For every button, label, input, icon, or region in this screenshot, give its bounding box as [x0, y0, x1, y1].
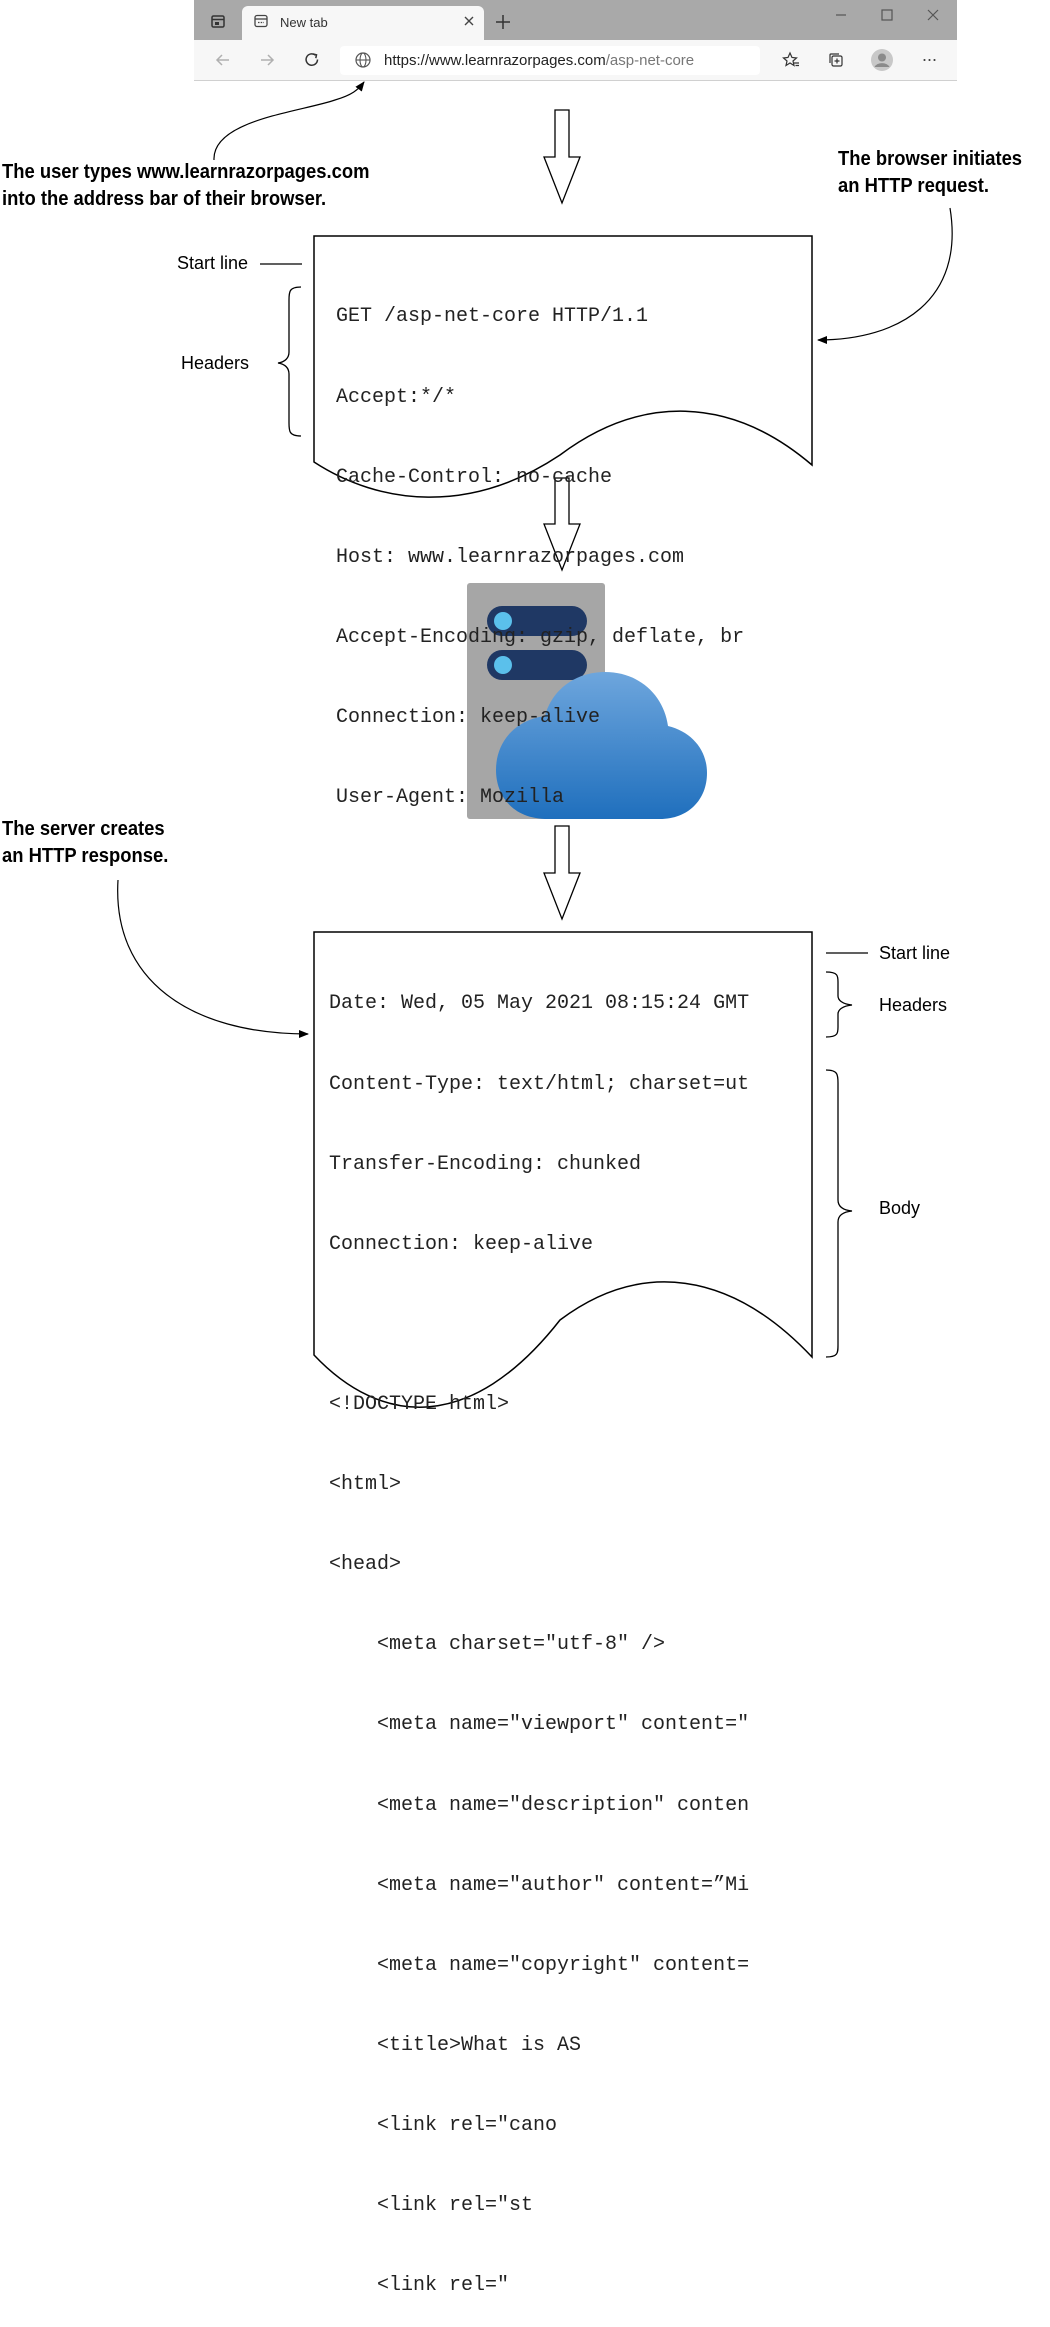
window-close-icon[interactable]: [922, 8, 944, 28]
response-body-line: <html>: [329, 1473, 402, 1497]
refresh-icon[interactable]: [301, 51, 323, 75]
server-callout-connector: [117, 879, 309, 1038]
more-icon[interactable]: ···: [921, 49, 938, 69]
request-header-line: Cache-Control: no-cache: [336, 465, 613, 489]
address-bar[interactable]: https://www.learnrazorpages.com/asp-net-…: [340, 46, 760, 75]
workspaces-icon[interactable]: [207, 13, 229, 35]
request-document: [313, 235, 813, 498]
request-header-line: Host: www.learnrazorpages.com: [336, 545, 685, 569]
browser-callout-connector: [817, 207, 953, 344]
server-slot-1: [487, 606, 587, 636]
server-slot-2: [487, 650, 587, 680]
response-body-line: <meta name="copyright" content=: [329, 1953, 750, 1977]
server-light-2: [494, 656, 512, 674]
url-path: /asp-net-core: [605, 52, 695, 69]
server-light-1: [494, 612, 512, 630]
user-types-callout: The user types www.learnrazorpages.com i…: [2, 159, 369, 213]
back-icon[interactable]: [212, 51, 234, 75]
minimize-icon[interactable]: [830, 8, 852, 28]
profile-icon[interactable]: [871, 49, 893, 77]
user-types-callout-line-2: into the address bar of their browser.: [2, 188, 327, 210]
down-arrow-1: [543, 109, 581, 205]
request-start-line: GET /asp-net-core HTTP/1.1: [336, 305, 649, 329]
response-message: Date: Wed, 05 May 2021 08:15:24 GMT Cont…: [329, 938, 749, 2327]
new-tab-icon[interactable]: [492, 13, 514, 37]
favorites-icon[interactable]: [780, 51, 802, 75]
collections-icon[interactable]: [825, 51, 847, 75]
request-header-line: Connection: keep-alive: [336, 705, 601, 729]
server-creates-callout: The server creates an HTTP response.: [2, 816, 168, 870]
response-start-line-label: Start line: [879, 943, 951, 963]
down-arrow-2: [543, 477, 581, 572]
response-body-line: <meta charset="utf-8" />: [329, 1633, 666, 1657]
response-body-line: <link rel="cano: [329, 2113, 558, 2137]
response-body-brace: [825, 1069, 853, 1358]
url-text[interactable]: https://www.learnrazorpages.com/asp-net-…: [384, 52, 694, 69]
response-body-line: <!DOCTYPE html>: [329, 1392, 510, 1416]
browser-initiates-callout-line-1: The browser initiates: [838, 148, 1023, 170]
response-body-line: <link rel=": [329, 2274, 510, 2298]
response-headers-brace: [825, 971, 853, 1038]
response-start-line: Date: Wed, 05 May 2021 08:15:24 GMT: [329, 992, 750, 1016]
response-body-line: <link rel="st: [329, 2194, 534, 2218]
response-body-line: <meta name="description" conten: [329, 1793, 750, 1817]
forward-icon[interactable]: [256, 51, 278, 75]
request-message: GET /asp-net-core HTTP/1.1 Accept:*/* Ca…: [336, 251, 744, 838]
diagram-lines: [117, 81, 953, 1408]
response-header-line: Content-Type: text/html; charset=ut: [329, 1072, 750, 1096]
browser-toolbar: https://www.learnrazorpages.com/asp-net-…: [194, 40, 957, 81]
tab-page-icon: [250, 13, 272, 35]
request-start-line-label: Start line: [177, 253, 249, 273]
browser-window: New tab https: [194, 0, 957, 81]
response-blank-line: [329, 1312, 749, 1339]
user-callout-connector: [213, 81, 365, 161]
tab-close-icon[interactable]: [458, 14, 480, 34]
browser-initiates-callout-line-2: an HTTP request.: [838, 175, 989, 197]
server-cloud-icon: [467, 583, 707, 819]
tab-strip: New tab: [194, 0, 957, 40]
request-header-line: Accept:*/*: [336, 385, 457, 409]
request-headers-brace: [277, 286, 302, 437]
response-headers-label: Headers: [879, 995, 948, 1015]
user-types-callout-line-1: The user types www.learnrazorpages.com: [2, 161, 370, 183]
cloud-shape: [496, 672, 707, 819]
response-header-line: Transfer-Encoding: chunked: [329, 1152, 642, 1176]
url-host: https://www.learnrazorpages.com: [384, 52, 606, 69]
server-creates-callout-line-2: an HTTP response.: [2, 845, 169, 867]
request-headers-label: Headers: [181, 353, 250, 373]
response-header-line: Connection: keep-alive: [329, 1232, 594, 1256]
request-header-line: Accept-Encoding: gzip, deflate, br: [336, 625, 745, 649]
response-document: [313, 931, 813, 1408]
down-arrow-3: [543, 825, 581, 921]
request-header-line: User-Agent: Mozilla: [336, 786, 565, 810]
response-body-line: <title>What is AS: [329, 2033, 582, 2057]
tab-label: New tab: [280, 15, 328, 30]
response-body-line: <meta name="author" content=”Mi: [329, 1873, 750, 1897]
maximize-icon[interactable]: [876, 8, 898, 28]
globe-icon: [352, 51, 374, 75]
browser-initiates-callout: The browser initiates an HTTP request.: [838, 146, 1022, 200]
tab-new-tab[interactable]: New tab: [242, 6, 484, 40]
server-creates-callout-line-1: The server creates: [2, 818, 165, 840]
response-body-line: <meta name="viewport" content=": [329, 1713, 750, 1737]
response-body-label: Body: [879, 1198, 921, 1218]
response-body-line: <head>: [329, 1553, 402, 1577]
